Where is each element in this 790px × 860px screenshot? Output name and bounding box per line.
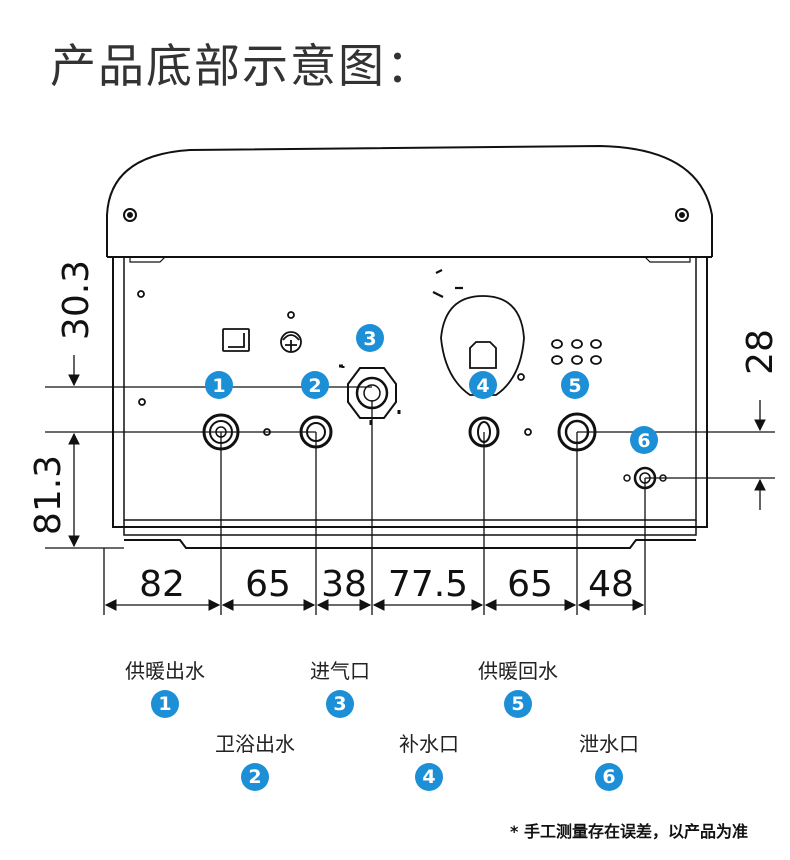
legend-label: 卫浴出水 xyxy=(215,732,295,756)
legend-badge: 6 xyxy=(595,763,623,791)
legend-badge: 5 xyxy=(504,690,532,718)
svg-text:2: 2 xyxy=(308,375,321,397)
legend-badge: 3 xyxy=(326,690,354,718)
legend-item-1: 供暖出水 1 xyxy=(105,655,225,718)
svg-text:5: 5 xyxy=(568,375,581,397)
legend-label: 泄水口 xyxy=(579,732,639,756)
badge-5: 5 xyxy=(561,371,589,399)
dim-h-38: 38 xyxy=(321,564,367,605)
boiler-casing xyxy=(106,144,713,549)
legend-label: 供暖出水 xyxy=(125,659,205,683)
legend-label: 进气口 xyxy=(310,659,370,683)
legend-item-6: 泄水口 6 xyxy=(549,728,669,791)
footnote: * 手工测量存在误差，以产品为准 xyxy=(510,822,748,841)
panel-details xyxy=(137,269,602,436)
legend-item-2: 卫浴出水 2 xyxy=(195,728,315,791)
legend-item-3: 进气口 3 xyxy=(280,655,400,718)
legend-item-4: 补水口 4 xyxy=(369,728,489,791)
badge-1: 1 xyxy=(205,371,233,399)
dim-vertical-30-3: 30.3 xyxy=(56,260,97,340)
legend-item-5: 供暖回水 5 xyxy=(458,655,578,718)
badge-4: 4 xyxy=(469,371,497,399)
legend-badge: 1 xyxy=(151,690,179,718)
legend-badge: 2 xyxy=(241,763,269,791)
dimension-lines xyxy=(45,355,775,615)
dim-h-82: 82 xyxy=(139,564,185,605)
dim-h-65-b: 65 xyxy=(507,564,553,605)
dim-h-65-a: 65 xyxy=(245,564,291,605)
svg-text:1: 1 xyxy=(212,375,225,397)
screw-left xyxy=(123,208,137,222)
badge-6: 6 xyxy=(630,426,658,454)
svg-text:4: 4 xyxy=(476,375,489,397)
svg-text:6: 6 xyxy=(637,430,650,452)
badge-2: 2 xyxy=(301,371,329,399)
dim-h-77-5: 77.5 xyxy=(388,564,468,605)
dim-h-48: 48 xyxy=(588,564,634,605)
legend-badge: 4 xyxy=(415,763,443,791)
dim-vertical-28: 28 xyxy=(740,329,781,375)
screw-right xyxy=(675,208,689,222)
page-title: 产品底部示意图： xyxy=(50,39,434,93)
legend-label: 供暖回水 xyxy=(478,659,558,683)
vent-grid xyxy=(551,339,602,365)
dim-vertical-81-3: 81.3 xyxy=(28,455,69,535)
legend-label: 补水口 xyxy=(399,732,459,756)
badge-3: 3 xyxy=(356,324,384,352)
svg-text:3: 3 xyxy=(363,328,376,350)
